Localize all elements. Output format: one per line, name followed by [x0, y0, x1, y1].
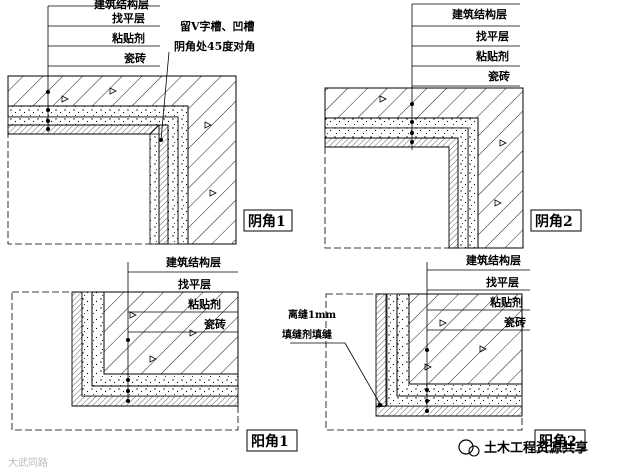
tile-horizontal: [7, 124, 161, 135]
label-structure: 建筑结构层: [166, 255, 221, 269]
watermark-brand: 土木工程资源共享: [458, 439, 588, 457]
label-adhesive: 粘贴剂: [188, 297, 221, 311]
label-structure: 建筑结构层: [466, 253, 521, 267]
label-tile: 瓷砖: [124, 51, 146, 65]
tile-vertical: [158, 124, 169, 245]
label-leveling: 找平层: [486, 275, 519, 289]
leveling-layer: [397, 294, 522, 396]
panel-tag: 阴角1: [248, 213, 286, 230]
leader-lines: [290, 262, 530, 412]
panel-tag: 阳角2: [539, 433, 577, 450]
leveling-layer: [92, 292, 238, 386]
tile-layer: [324, 137, 459, 249]
label-structure: 建筑结构层: [94, 0, 149, 11]
watermark-corner-text: 大武同路: [8, 456, 48, 469]
label-leveling: 找平层: [112, 11, 145, 25]
structure-layer: [324, 87, 524, 249]
label-adhesive: 粘贴剂: [112, 31, 145, 45]
label-leveling: 找平层: [178, 277, 211, 291]
panel-tag: 阴角2: [535, 213, 573, 230]
label-structure: 建筑结构层: [452, 7, 507, 21]
label-adhesive: 粘贴剂: [490, 295, 523, 309]
label-tile: 瓷砖: [204, 317, 226, 331]
structure-layer: [7, 75, 237, 245]
label-tile: 瓷砖: [488, 69, 510, 83]
tile-vertical: [375, 293, 387, 407]
panel-outer-corner-2: 建筑结构层 找平层 粘贴剂 瓷砖 离缝1mm 填缝剂填缝 阳角2: [282, 253, 586, 452]
label-tile: 瓷砖: [504, 315, 526, 329]
watermark-brand-text: 土木工程资源共享: [484, 440, 588, 456]
tile-horizontal: [375, 405, 523, 417]
panel-outer-corner-1: 建筑结构层 找平层 粘贴剂 瓷砖 阳角1: [11, 255, 298, 452]
panel-inner-corner-2: 建筑结构层 找平层 粘贴剂 瓷砖 阴角2: [324, 3, 582, 249]
panel-tag: 阳角1: [251, 433, 289, 450]
joint-filler: [149, 133, 160, 245]
watermark-corner: 大武同路: [8, 456, 48, 469]
leader-lines: [411, 3, 520, 150]
note-line-2: 阴角处45度对角: [174, 39, 255, 53]
panel-frame: [324, 87, 524, 249]
note-line-2: 填缝剂填缝: [282, 328, 332, 341]
leader-lines: [47, 5, 170, 141]
wechat-icon: [458, 439, 474, 455]
note-line-1: 离缝1mm: [288, 308, 337, 321]
label-leveling: 找平层: [476, 29, 509, 43]
label-adhesive: 粘贴剂: [476, 49, 509, 63]
note-line-1: 留V字槽、凹槽: [180, 19, 255, 33]
panel-inner-corner-1: 建筑结构层 找平层 粘贴剂 瓷砖 留V字槽、凹槽 阴角处45度对角 阴角1: [7, 0, 293, 245]
